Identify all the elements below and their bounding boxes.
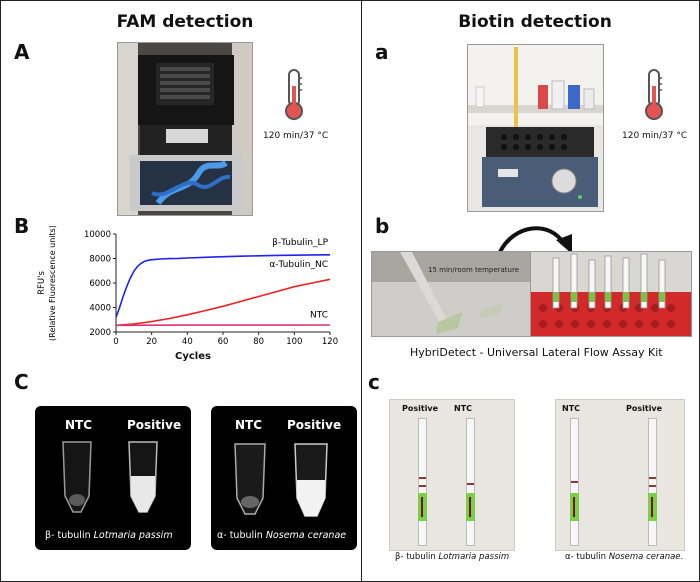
gel1-caption: β- tubulin Lotmaria passim: [45, 530, 173, 541]
x-tick-label: 40: [182, 337, 193, 346]
label-B: B: [14, 214, 30, 238]
x-tick-label: 20: [146, 337, 157, 346]
gel1-ntc-label: NTC: [65, 418, 93, 432]
strips2-positive-label: Positive: [626, 404, 663, 413]
x-tick-label: 120: [322, 337, 338, 346]
thermometer-icon: [643, 68, 665, 126]
strip-positive: [418, 418, 427, 546]
label-b: b: [375, 214, 390, 238]
lateral-flow-kit-label: HybriDetect - Universal Lateral Flow Ass…: [410, 346, 663, 359]
strip-positive: [648, 418, 657, 546]
strips1-caption: β- tubulin Lotmaria passim: [395, 552, 510, 562]
strips2-caption: α- tubulin Nosema ceranae.: [565, 552, 684, 562]
y-tick-label: 6000: [89, 279, 111, 289]
y-tick-label: 2000: [89, 328, 111, 338]
biotin-detection-title: Biotin detection: [458, 12, 612, 32]
lateral-flow-strips-lotmaria: Positive NTC: [389, 399, 515, 551]
gel1-positive-label: Positive: [127, 418, 182, 432]
gel1-tubes: [62, 441, 158, 513]
gel-image-nosema: NTC Positive α- tubulin Nosema ceranae: [211, 406, 357, 550]
series-line-2: [115, 278, 331, 327]
x-tick-label: 80: [253, 337, 264, 346]
strip-ntc: [570, 418, 579, 546]
pipetting-photo: 15 min/room temperature: [371, 251, 531, 337]
series-label-3: NTC: [310, 310, 328, 320]
label-a: a: [375, 40, 389, 64]
strips1-positive-label: Positive: [402, 404, 439, 413]
y-axis-label: RFU's: [37, 271, 47, 295]
column-divider: [361, 0, 362, 582]
gel2-ntc-label: NTC: [235, 418, 263, 432]
fam-detection-title: FAM detection: [116, 12, 254, 32]
incubation-label-left: 120 min/37 °C: [263, 131, 329, 141]
series-label-1: β-Tubulin_LP: [272, 238, 328, 248]
strips2-ntc-label: NTC: [562, 404, 581, 413]
y-axis-label-secondary: (Relative Fluorescence units): [48, 226, 57, 341]
heat-block-photo: [467, 44, 604, 212]
series-label-2: α-Tubulin_NC: [269, 260, 328, 270]
lateral-flow-strips-nosema: NTC Positive: [555, 399, 685, 551]
label-c-small: c: [368, 370, 380, 394]
curved-arrow-icon: [490, 222, 580, 260]
y-tick-label: 10000: [84, 230, 111, 240]
photo-time-text: 15 min/room temperature: [428, 266, 520, 274]
thermometer-icon: [283, 68, 305, 126]
x-tick-label: 100: [286, 337, 302, 346]
strip-ntc: [466, 418, 475, 546]
label-A: A: [14, 40, 30, 64]
strips-rack-photo: [530, 251, 692, 337]
gel2-positive-label: Positive: [287, 418, 342, 432]
y-tick-label: 4000: [89, 304, 111, 314]
strips1-ntc-label: NTC: [454, 404, 473, 413]
label-C: C: [14, 370, 29, 394]
gel-image-lotmaria: NTC Positive β- tubulin Lotmaria passim: [35, 406, 191, 550]
series-line-1: [115, 254, 331, 318]
gel2-caption: α- tubulin Nosema ceranae: [217, 530, 347, 541]
amplification-chart: 0 20 40 60 80 100 120 2000 4000 6000 8000 10000RFU'…: [37, 226, 338, 346]
y-tick-label: 8000: [89, 255, 111, 265]
gel2-tubes: [234, 443, 328, 517]
qpcr-instrument-photo: [117, 42, 253, 216]
x-tick-label: 60: [218, 337, 229, 346]
x-axis-label: Cycles: [175, 351, 211, 362]
x-tick-label: 0: [113, 337, 118, 346]
incubation-label-right: 120 min/37 °C: [622, 131, 688, 141]
